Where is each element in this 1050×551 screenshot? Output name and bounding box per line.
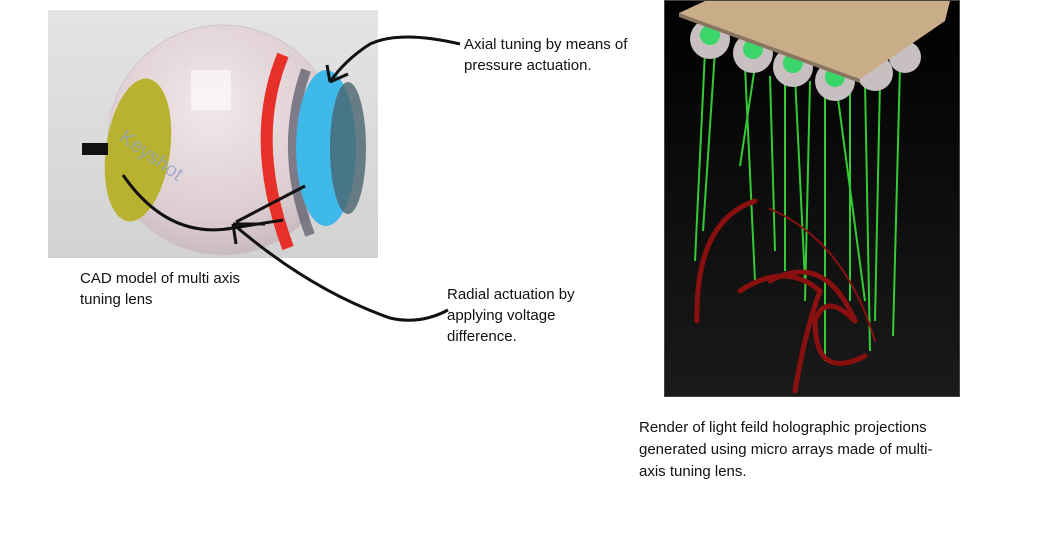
annotation-line: applying voltage — [447, 307, 556, 324]
axial-arrow — [328, 35, 461, 83]
cad-caption: CAD model of multi axis tuning lens — [80, 268, 240, 310]
render-caption: Render of light feild holographic projec… — [639, 417, 932, 483]
caption-line: tuning lens — [80, 291, 153, 308]
annotation-line: Radial actuation by — [447, 286, 575, 303]
holographic-render-image — [664, 0, 960, 397]
caption-line: Render of light feild holographic projec… — [639, 419, 927, 436]
radial-arrow — [232, 222, 449, 322]
radial-annotation: Radial actuation by applying voltage dif… — [447, 284, 575, 347]
annotation-line: pressure actuation. — [464, 57, 592, 74]
caption-line: CAD model of multi axis — [80, 270, 241, 287]
annotation-line: Axial tuning by means of — [464, 36, 628, 53]
caption-line: generated using micro arrays made of mul… — [639, 441, 933, 458]
annotation-line: difference. — [447, 328, 517, 345]
axial-annotation: Axial tuning by means of pressure actuat… — [464, 34, 627, 76]
caption-line: axis tuning lens. — [639, 463, 747, 480]
